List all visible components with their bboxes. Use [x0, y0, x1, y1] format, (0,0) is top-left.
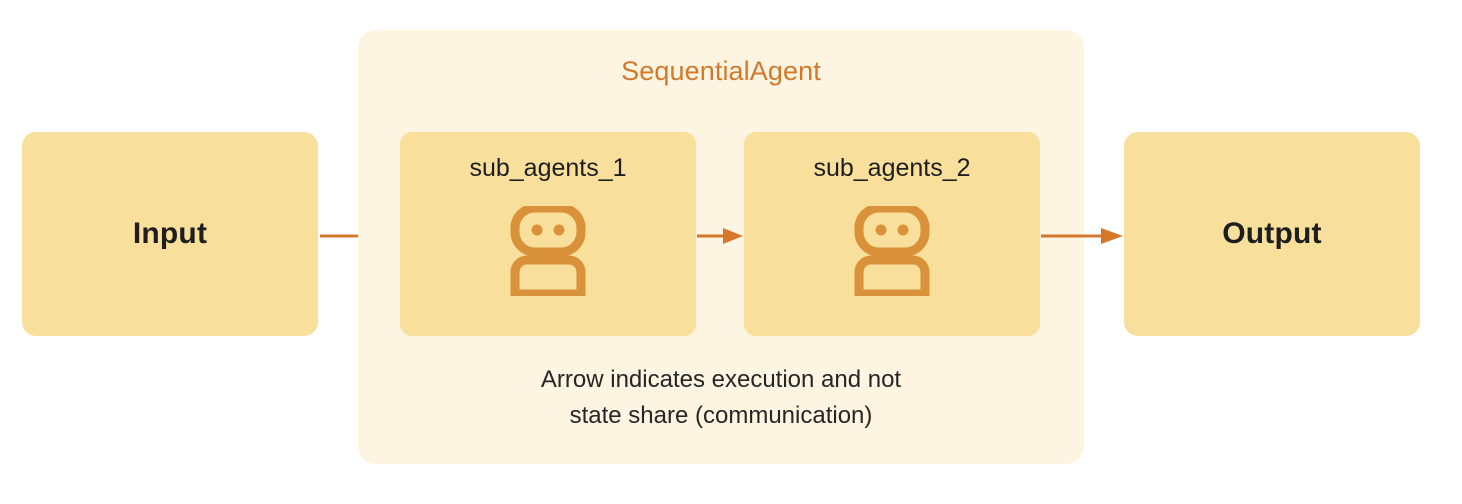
- sub-agent-label-2: sub_agents_2: [813, 154, 971, 182]
- arrow-sub-agents-2-to-output-icon: [1041, 228, 1123, 244]
- robot-icon: [510, 206, 586, 296]
- diagram-caption: Arrow indicates execution and not state …: [358, 362, 1084, 434]
- sub-agent-node-2: sub_agents_2: [744, 132, 1040, 336]
- input-node-label: Input: [132, 217, 208, 250]
- sequential-agent-title: SequentialAgent: [621, 56, 821, 86]
- arrow-sub-agents-1-to-sub-agents-2-icon: [697, 228, 743, 244]
- output-node-label: Output: [1222, 217, 1322, 250]
- input-node: Input: [22, 132, 318, 336]
- caption-line-2: state share (communication): [569, 402, 873, 429]
- sub-agent-label-1: sub_agents_1: [469, 154, 627, 182]
- sub-agent-node-1: sub_agents_1: [400, 132, 696, 336]
- output-node: Output: [1124, 132, 1420, 336]
- caption-line-1: Arrow indicates execution and not: [540, 366, 902, 393]
- robot-icon: [854, 206, 930, 296]
